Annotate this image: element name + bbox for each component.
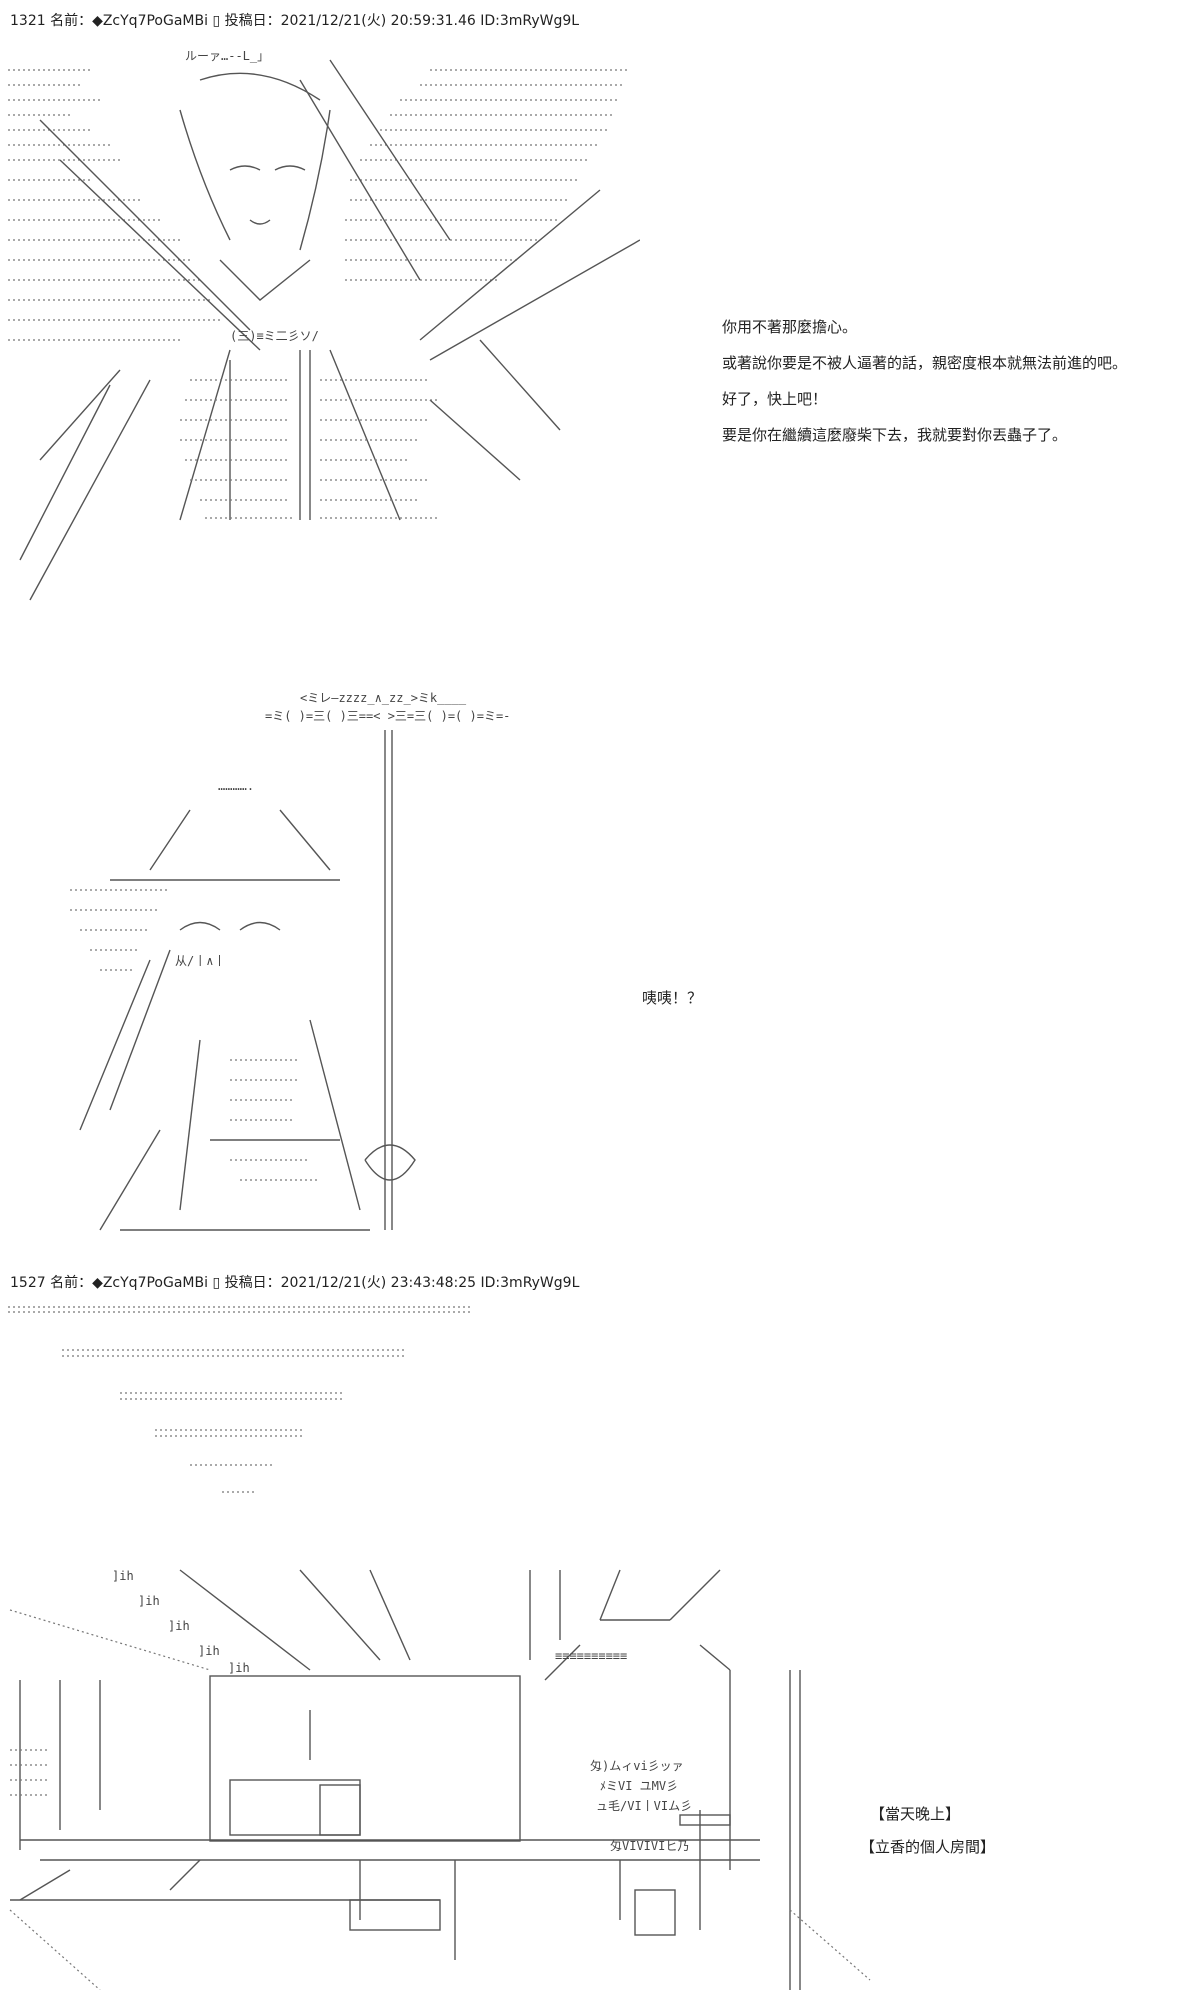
ascii-art-text: ュ毛/VI丨VIム彡: [596, 1799, 692, 1813]
ascii-art-text: ]ih: [228, 1661, 250, 1675]
dialogue-line: 好了，快上吧！: [722, 390, 828, 408]
reaction-text: 咦咦！？: [642, 989, 703, 1007]
ascii-art-text: <ミレ―zzzz_∧_zz_>ミk____: [300, 691, 467, 705]
ascii-art-text: 匁)ムィvi彡ッァ: [590, 1758, 684, 1773]
ascii-art-fade-lines: [0, 1295, 480, 1505]
ascii-art-text: ………….: [218, 779, 254, 793]
ascii-art-text: ﾒミVI ユMV彡: [600, 1779, 678, 1793]
ascii-art-text: 匁VIVIVIヒ乃: [610, 1838, 689, 1853]
ascii-art-text: 从/丨∧丨: [175, 954, 225, 968]
ascii-art-text: ]ih: [198, 1644, 220, 1658]
ascii-art-text: ]ih: [168, 1619, 190, 1633]
ascii-art-text: ]ih: [112, 1569, 134, 1583]
scene-caption: 【當天晚上】: [870, 1805, 961, 1823]
post-header: 1527 名前：◆ZcYq7PoGaMBi ▯ 投稿日：2021/12/21(火…: [10, 1275, 580, 1291]
ascii-art-figure-staff: <ミレ―zzzz_∧_zz_>ミk____ =ミ( )=三( )三==< >三=…: [40, 690, 580, 1250]
post-header: 1321 名前：◆ZcYq7PoGaMBi ▯ 投稿日：2021/12/21(火…: [10, 13, 580, 29]
dialogue-line: 要是你在繼續這麼廢柴下去，我就要對你丟蟲子了。: [722, 426, 1068, 444]
ascii-art-figure-top: ルーァ…‐‐L_」 (三)≡ミ二彡ソ/: [0, 40, 640, 670]
ascii-art-room: ]ih ]ih ]ih ]ih ]ih ≡≡≡≡≡≡≡≡≡≡: [0, 1560, 880, 1990]
ascii-art-text: ルーァ…‐‐L_」: [185, 49, 269, 63]
scene-caption: 【立香的個人房間】: [860, 1838, 996, 1856]
ascii-art-text: =ミ( )=三( )三==< >三=三( )=( )=ミ=-: [265, 709, 510, 723]
ascii-art-text: ≡≡≡≡≡≡≡≡≡≡: [555, 1649, 627, 1663]
ascii-art-text: (三)≡ミ二彡ソ/: [230, 329, 319, 343]
dialogue-line: 你用不著那麼擔心。: [722, 318, 858, 336]
ascii-art-text: ]ih: [138, 1594, 160, 1608]
dialogue-line: 或著說你要是不被人逼著的話，親密度根本就無法前進的吧。: [722, 354, 1128, 372]
